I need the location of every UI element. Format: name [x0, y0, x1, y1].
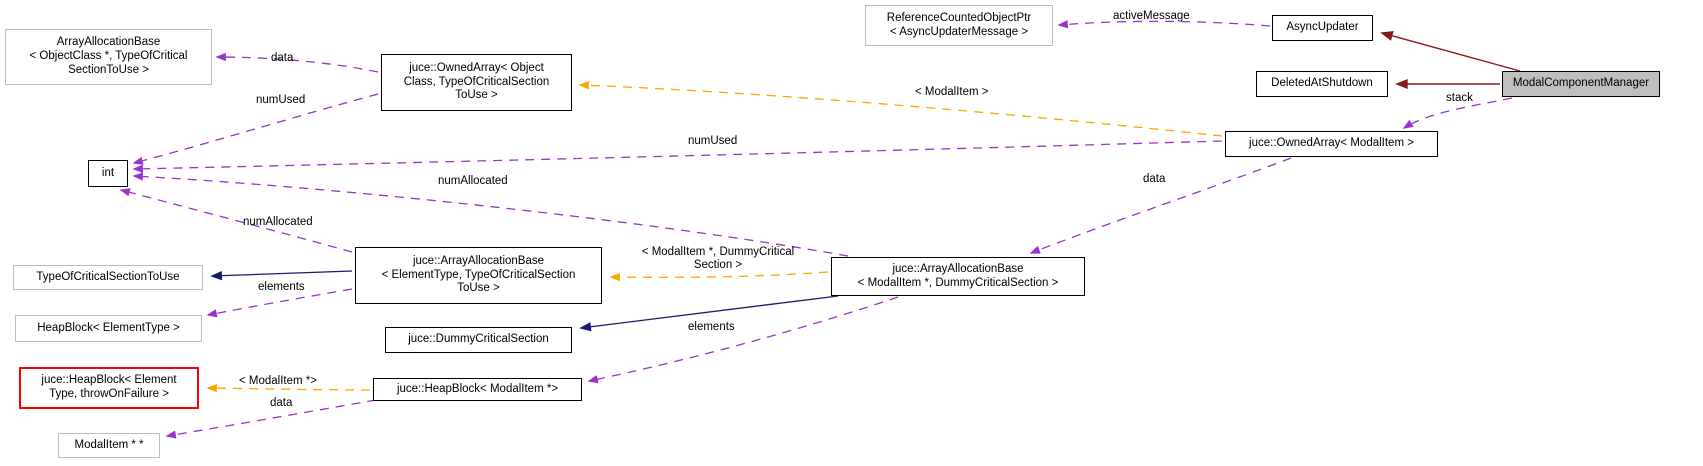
edge-numallocated-aabmodal: [132, 172, 849, 257]
edge-template-modalitem-dummy: [609, 271, 829, 282]
edge-label-template-modalitem-dummy: < ModalItem *, DummyCritical Section >: [641, 246, 795, 271]
edge-inherit-asyncupdater: [1380, 30, 1521, 72]
edge-data-ownedarraymodal: [1029, 157, 1292, 254]
edge-numallocated-aabelement: [119, 188, 353, 253]
node-asyncupdater[interactable]: AsyncUpdater: [1272, 15, 1373, 41]
node-arrayallocationbase-modalitem[interactable]: juce::ArrayAllocationBase < ModalItem *,…: [831, 257, 1085, 296]
node-ownedarray-modalitem[interactable]: juce::OwnedArray< ModalItem >: [1225, 131, 1438, 157]
node-dummycriticalsection[interactable]: juce::DummyCriticalSection: [385, 327, 572, 353]
node-arrayallocationbase-objectclass[interactable]: ArrayAllocationBase < ObjectClass *, Typ…: [5, 29, 212, 85]
node-typeofcriticalsectiontouse[interactable]: TypeOfCriticalSectionToUse: [13, 265, 203, 290]
edge-label-stack: stack: [1446, 92, 1473, 104]
edge-template-modalitem: [578, 81, 1223, 137]
edge-label-elements-2: elements: [688, 321, 735, 333]
edge-label-template-modalitem-ptr: < ModalItem *>: [239, 375, 317, 387]
edge-data-ownedarrayobj: [215, 52, 379, 73]
edge-elements-aabelement: [206, 288, 353, 318]
edge-label-template-modalitem: < ModalItem >: [915, 86, 989, 98]
edge-stack: [1402, 97, 1513, 129]
edge-label-data-3: data: [270, 397, 293, 409]
edge-numused-ownedarraymodal: [132, 140, 1223, 173]
node-deletedatshutdown[interactable]: DeletedAtShutdown: [1256, 71, 1388, 97]
node-modalcomponentmanager[interactable]: ModalComponentManager: [1502, 71, 1660, 97]
node-arrayallocationbase-elementtype[interactable]: juce::ArrayAllocationBase < ElementType,…: [355, 247, 602, 304]
edge-elements-aabmodal: [587, 296, 899, 384]
edge-label-data-2: data: [1143, 173, 1166, 185]
edge-inherit-dummycriticalsection: [579, 295, 839, 332]
node-heapblock-elementtype[interactable]: HeapBlock< ElementType >: [15, 315, 202, 342]
node-int[interactable]: int: [88, 160, 128, 187]
edge-label-numused-1: numUsed: [256, 94, 306, 106]
edge-label-numused-2: numUsed: [688, 135, 738, 147]
edge-label-activemessage: activeMessage: [1113, 10, 1190, 22]
edge-template-modalitem-ptr: [206, 383, 371, 393]
node-referencecountedobjectptr[interactable]: ReferenceCountedObjectPtr < AsyncUpdater…: [865, 5, 1053, 46]
node-modalitem-ptrptr[interactable]: ModalItem * *: [58, 433, 160, 458]
edge-label-data-1: data: [271, 52, 294, 64]
node-heapblock-throwonfailure[interactable]: juce::HeapBlock< Element Type, throwOnFa…: [19, 367, 199, 409]
edge-label-elements-1: elements: [258, 281, 305, 293]
edge-data-heapblockmodal: [165, 399, 377, 439]
node-ownedarray-objectclass[interactable]: juce::OwnedArray< Object Class, TypeOfCr…: [381, 54, 572, 111]
node-heapblock-modalitem[interactable]: juce::HeapBlock< ModalItem *>: [373, 378, 582, 401]
edge-inherit-typeofcriticalsection: [210, 270, 353, 281]
edge-numused-ownedarrayobj: [132, 93, 379, 165]
edge-label-numallocated-2: numAllocated: [243, 216, 313, 228]
edge-label-numallocated-1: numAllocated: [438, 175, 508, 187]
